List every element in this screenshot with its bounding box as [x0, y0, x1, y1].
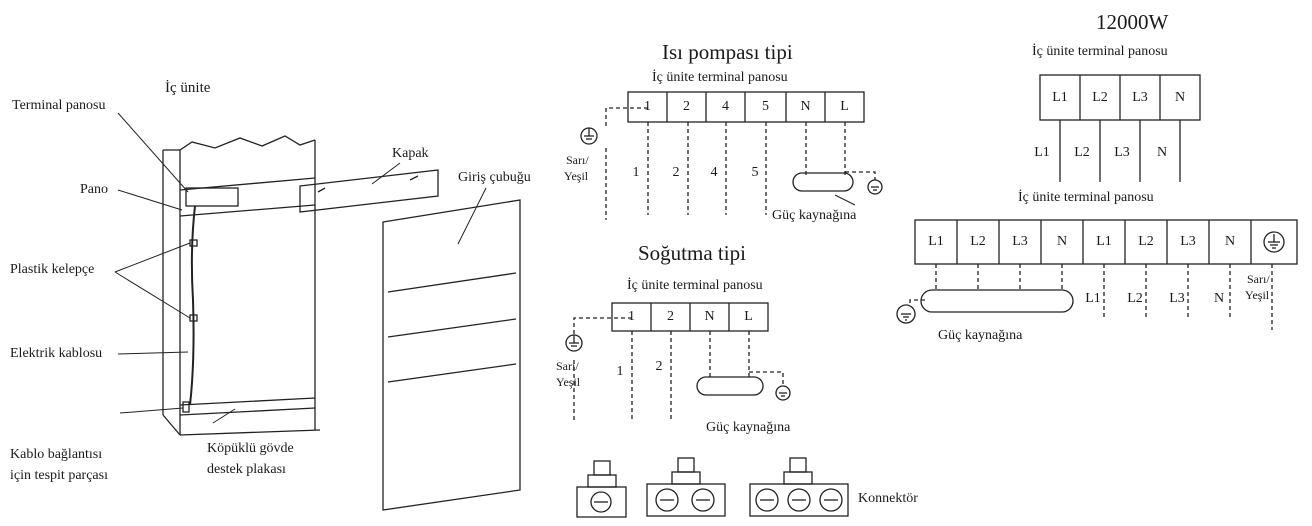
w-bottom-wire-label: L1: [1085, 291, 1101, 306]
hp-terminal: 2: [683, 99, 690, 114]
terminal-panel-label: Terminal panosu: [12, 98, 106, 113]
w-top-terminal: N: [1174, 90, 1186, 105]
connector-drawings: [576, 457, 849, 518]
cool-terminal: 1: [628, 309, 635, 324]
torn-edge: [179, 135, 316, 151]
fixing-part-label-line2: için tespit parçası: [10, 468, 108, 483]
cool-terminal: N: [704, 309, 715, 324]
w-bottom-wire-label: N: [1213, 291, 1225, 306]
indoor-unit-title: İç ünite: [165, 80, 211, 96]
hp-terminal: 1: [644, 99, 651, 114]
electric-cable-shape: [189, 205, 196, 406]
hp-terminal: 5: [762, 99, 769, 114]
w-power-label: Güç kaynağına: [938, 328, 1023, 343]
w-top-wire-label: N: [1156, 145, 1168, 160]
w-bottom-terminal: L3: [1180, 234, 1196, 249]
w12000-subtitle-top: İç ünite terminal panosu: [1032, 44, 1168, 59]
w-bottom-wire-label: L2: [1127, 291, 1143, 306]
cover-shape: [299, 169, 439, 213]
cooling-subtitle: İç ünite terminal panosu: [627, 278, 763, 293]
w-bottom-wire-label: L3: [1169, 291, 1185, 306]
w-top-terminal: L2: [1092, 90, 1108, 105]
heat-pump-title: Isı pompası tipi: [662, 40, 793, 64]
w-top-terminal: L3: [1132, 90, 1148, 105]
fixing-part-label-line1: Kablo bağlantısı: [10, 447, 103, 462]
hp-terminal: N: [800, 99, 811, 114]
w-bottom-terminal: L3: [1012, 234, 1028, 249]
w-bottom-terminal: L1: [1096, 234, 1112, 249]
inlet-bar-shape: [382, 199, 521, 511]
w-top-wire-label: L2: [1074, 145, 1090, 160]
cover-label: Kapak: [392, 146, 429, 161]
w-bottom-terminal: N: [1056, 234, 1068, 249]
cool-terminal: 2: [667, 309, 674, 324]
connector-label: Konnektör: [858, 491, 918, 506]
hp-wire-label: 2: [672, 165, 680, 180]
w12000-subtitle-bottom: İç ünite terminal panosu: [1018, 190, 1154, 205]
w-bottom-terminal: L2: [1138, 234, 1154, 249]
cool-ground-label-line2: Yeşil: [556, 375, 581, 389]
hp-wire-label: 4: [710, 165, 718, 180]
indoor-unit-drawing: [114, 112, 521, 511]
cooling-title: Soğutma tipi: [638, 241, 746, 265]
cooling-terminal-block: [565, 302, 791, 420]
inlet-bar-label: Giriş çubuğu: [458, 170, 531, 185]
foam-plate-label-line2: destek plakası: [207, 462, 286, 477]
cool-terminal: L: [744, 309, 753, 324]
w-top-wire-label: L1: [1034, 145, 1050, 160]
hp-ground-label-line2: Yeşil: [564, 169, 589, 183]
w12000-bottom-terminal-block: [896, 219, 1298, 330]
terminal-board-shape: [185, 187, 239, 207]
hp-wire-label: 1: [632, 165, 640, 180]
cool-wire-label: 2: [655, 359, 663, 374]
cool-wire-label: 1: [616, 364, 624, 379]
plastic-clamp-label: Plastik kelepçe: [10, 262, 95, 277]
w-bottom-terminal: L1: [928, 234, 944, 249]
cool-ground-label-line1: Sarı/: [556, 359, 579, 373]
board-label: Pano: [80, 182, 108, 197]
hp-wire-label: 5: [751, 165, 759, 180]
w-bottom-terminal: L2: [970, 234, 986, 249]
cool-power-label: Güç kaynağına: [706, 420, 791, 435]
w-ground-label-line2: Yeşil: [1245, 288, 1270, 302]
w-top-terminal: L1: [1052, 90, 1068, 105]
hp-terminal: 4: [722, 99, 729, 114]
w12000-title: 12000W: [1096, 10, 1169, 34]
w-bottom-terminal: N: [1224, 234, 1236, 249]
w-top-wire-label: L3: [1114, 145, 1130, 160]
hp-power-label: Güç kaynağına: [772, 208, 857, 223]
foam-plate-label-line1: Köpüklü gövde: [207, 441, 294, 456]
w-ground-label-line1: Sarı/: [1247, 272, 1270, 286]
electric-cable-label: Elektrik kablosu: [10, 346, 103, 361]
heat-pump-subtitle: İç ünite terminal panosu: [652, 70, 788, 85]
hp-terminal: L: [840, 99, 849, 114]
hp-ground-label-line1: Sarı/: [566, 153, 589, 167]
heat-pump-terminal-block: [580, 91, 883, 220]
w12000-top-terminal-block: [1039, 74, 1201, 182]
